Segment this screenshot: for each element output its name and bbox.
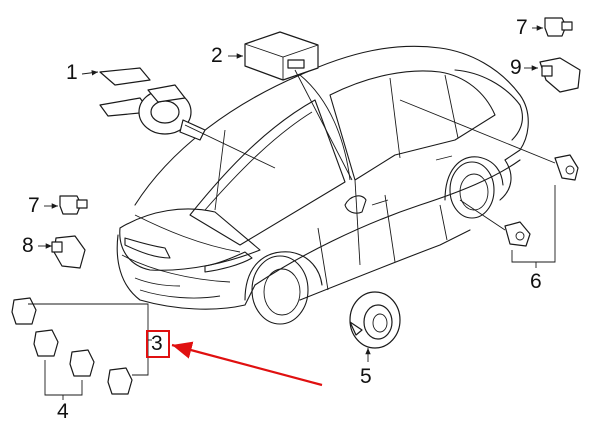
car-body bbox=[116, 45, 529, 325]
callout-7-top: 7 bbox=[516, 16, 528, 39]
clockspring bbox=[349, 291, 401, 349]
callout-9: 9 bbox=[510, 56, 522, 79]
callout-8: 8 bbox=[22, 234, 34, 257]
highlight-box bbox=[146, 330, 170, 358]
callout-7-left: 7 bbox=[28, 194, 40, 217]
callout-6: 6 bbox=[530, 270, 542, 293]
callout-5: 5 bbox=[360, 365, 372, 388]
crash-sensor-9 bbox=[539, 57, 581, 93]
callout-4: 4 bbox=[57, 400, 69, 423]
highlight-arrow bbox=[171, 341, 323, 387]
callout-arrows bbox=[38, 25, 543, 362]
crash-sensor-8 bbox=[51, 235, 86, 269]
sensor-7-left bbox=[59, 195, 88, 215]
callout-3: 3 bbox=[151, 332, 163, 355]
parking-sensor-group bbox=[11, 297, 152, 400]
callout-2: 2 bbox=[211, 44, 223, 67]
sensor-7-top bbox=[544, 17, 573, 37]
steering-column-switch bbox=[99, 67, 276, 169]
callout-1: 1 bbox=[66, 61, 78, 84]
side-sensor-group bbox=[399, 99, 579, 263]
airbag-control-module bbox=[244, 31, 353, 181]
